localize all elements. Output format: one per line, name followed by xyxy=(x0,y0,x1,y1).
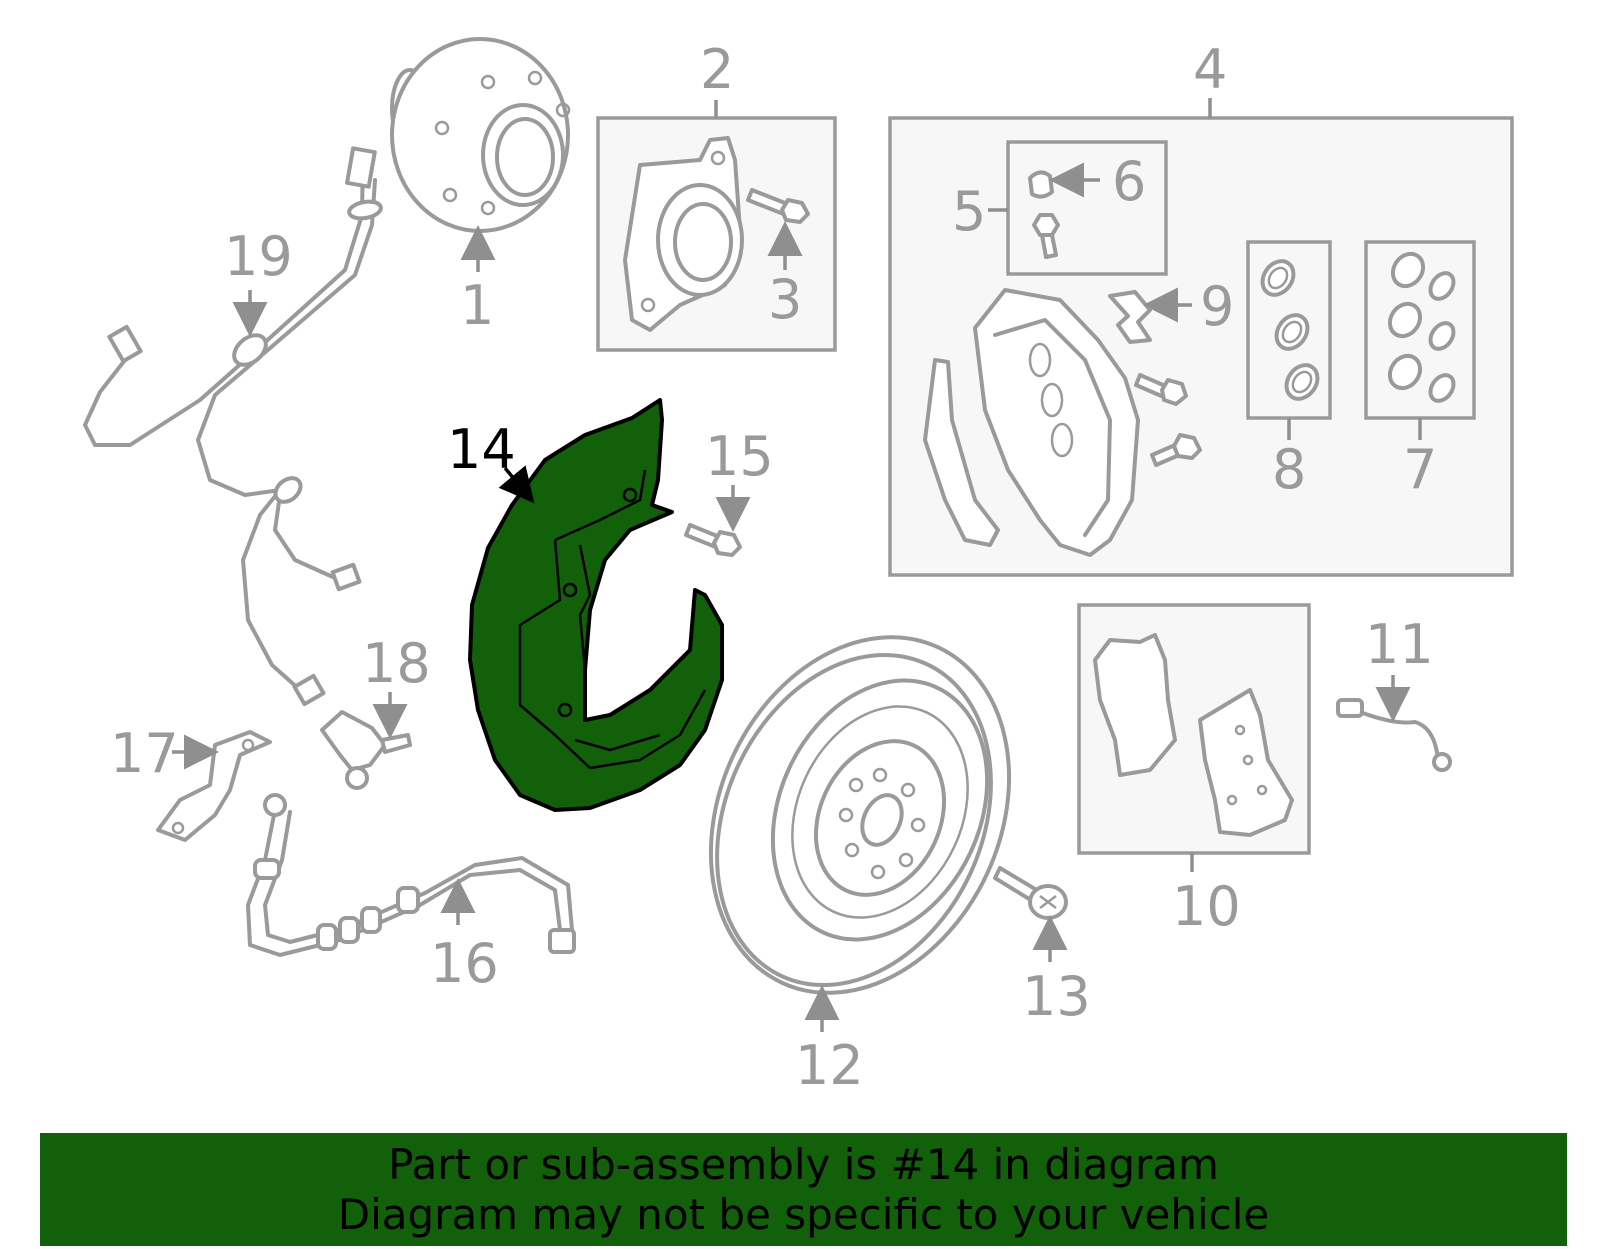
callout-17[interactable]: 17 xyxy=(110,722,179,785)
part-2-bearing-housing[interactable] xyxy=(623,136,744,332)
callout-13[interactable]: 13 xyxy=(1022,965,1091,1028)
part-10-brake-pads[interactable] xyxy=(1093,633,1294,837)
part-6-bleeder-cap[interactable] xyxy=(1028,170,1054,199)
callout-12[interactable]: 12 xyxy=(795,1034,864,1097)
part-11-pad-wear-sensor[interactable] xyxy=(1336,698,1452,772)
part-1-wheel-hub[interactable] xyxy=(390,37,571,233)
part-5-bleeder-screw[interactable] xyxy=(1032,213,1060,259)
callout-9[interactable]: 9 xyxy=(1200,275,1234,338)
callout-4[interactable]: 4 xyxy=(1193,38,1227,101)
part-5-box xyxy=(1006,140,1168,276)
part-18-speed-sensor[interactable] xyxy=(320,710,412,790)
callout-18[interactable]: 18 xyxy=(362,632,431,695)
callout-11[interactable]: 11 xyxy=(1365,613,1434,676)
callout-7[interactable]: 7 xyxy=(1403,438,1437,501)
footer-line-1: Part or sub-assembly is #14 in diagram xyxy=(388,1139,1219,1189)
part-3-bolt[interactable] xyxy=(746,188,810,224)
part-16-brake-hose[interactable] xyxy=(246,793,576,957)
part-12-brake-rotor[interactable] xyxy=(655,588,1065,1042)
leader-14 xyxy=(498,465,535,504)
footer-line-2: Diagram may not be specific to your vehi… xyxy=(337,1189,1270,1239)
callout-1[interactable]: 1 xyxy=(460,274,494,337)
part-7-pistons[interactable] xyxy=(1384,248,1458,405)
part-9-spring-clip[interactable] xyxy=(1108,290,1152,344)
part-4-caliper[interactable] xyxy=(923,288,1140,557)
part-4-caliper-bolts[interactable] xyxy=(1134,373,1202,467)
part-19-wiring-harness[interactable] xyxy=(83,146,383,707)
callout-10[interactable]: 10 xyxy=(1172,875,1241,938)
callout-3[interactable]: 3 xyxy=(768,268,802,331)
callout-16[interactable]: 16 xyxy=(430,932,499,995)
callout-19[interactable]: 19 xyxy=(224,225,293,288)
callout-14[interactable]: 14 xyxy=(447,418,516,481)
part-17-bracket[interactable] xyxy=(156,730,272,842)
callout-15[interactable]: 15 xyxy=(705,425,774,488)
callout-6[interactable]: 6 xyxy=(1112,150,1146,213)
part-8-seals[interactable] xyxy=(1256,255,1324,405)
part-13-rotor-screw[interactable] xyxy=(993,866,1068,920)
footer-banner: Part or sub-assembly is #14 in diagram D… xyxy=(40,1133,1567,1246)
part-15-bolt[interactable] xyxy=(684,523,742,557)
callout-8[interactable]: 8 xyxy=(1272,438,1306,501)
callout-2[interactable]: 2 xyxy=(700,38,734,101)
callout-5[interactable]: 5 xyxy=(952,180,986,243)
